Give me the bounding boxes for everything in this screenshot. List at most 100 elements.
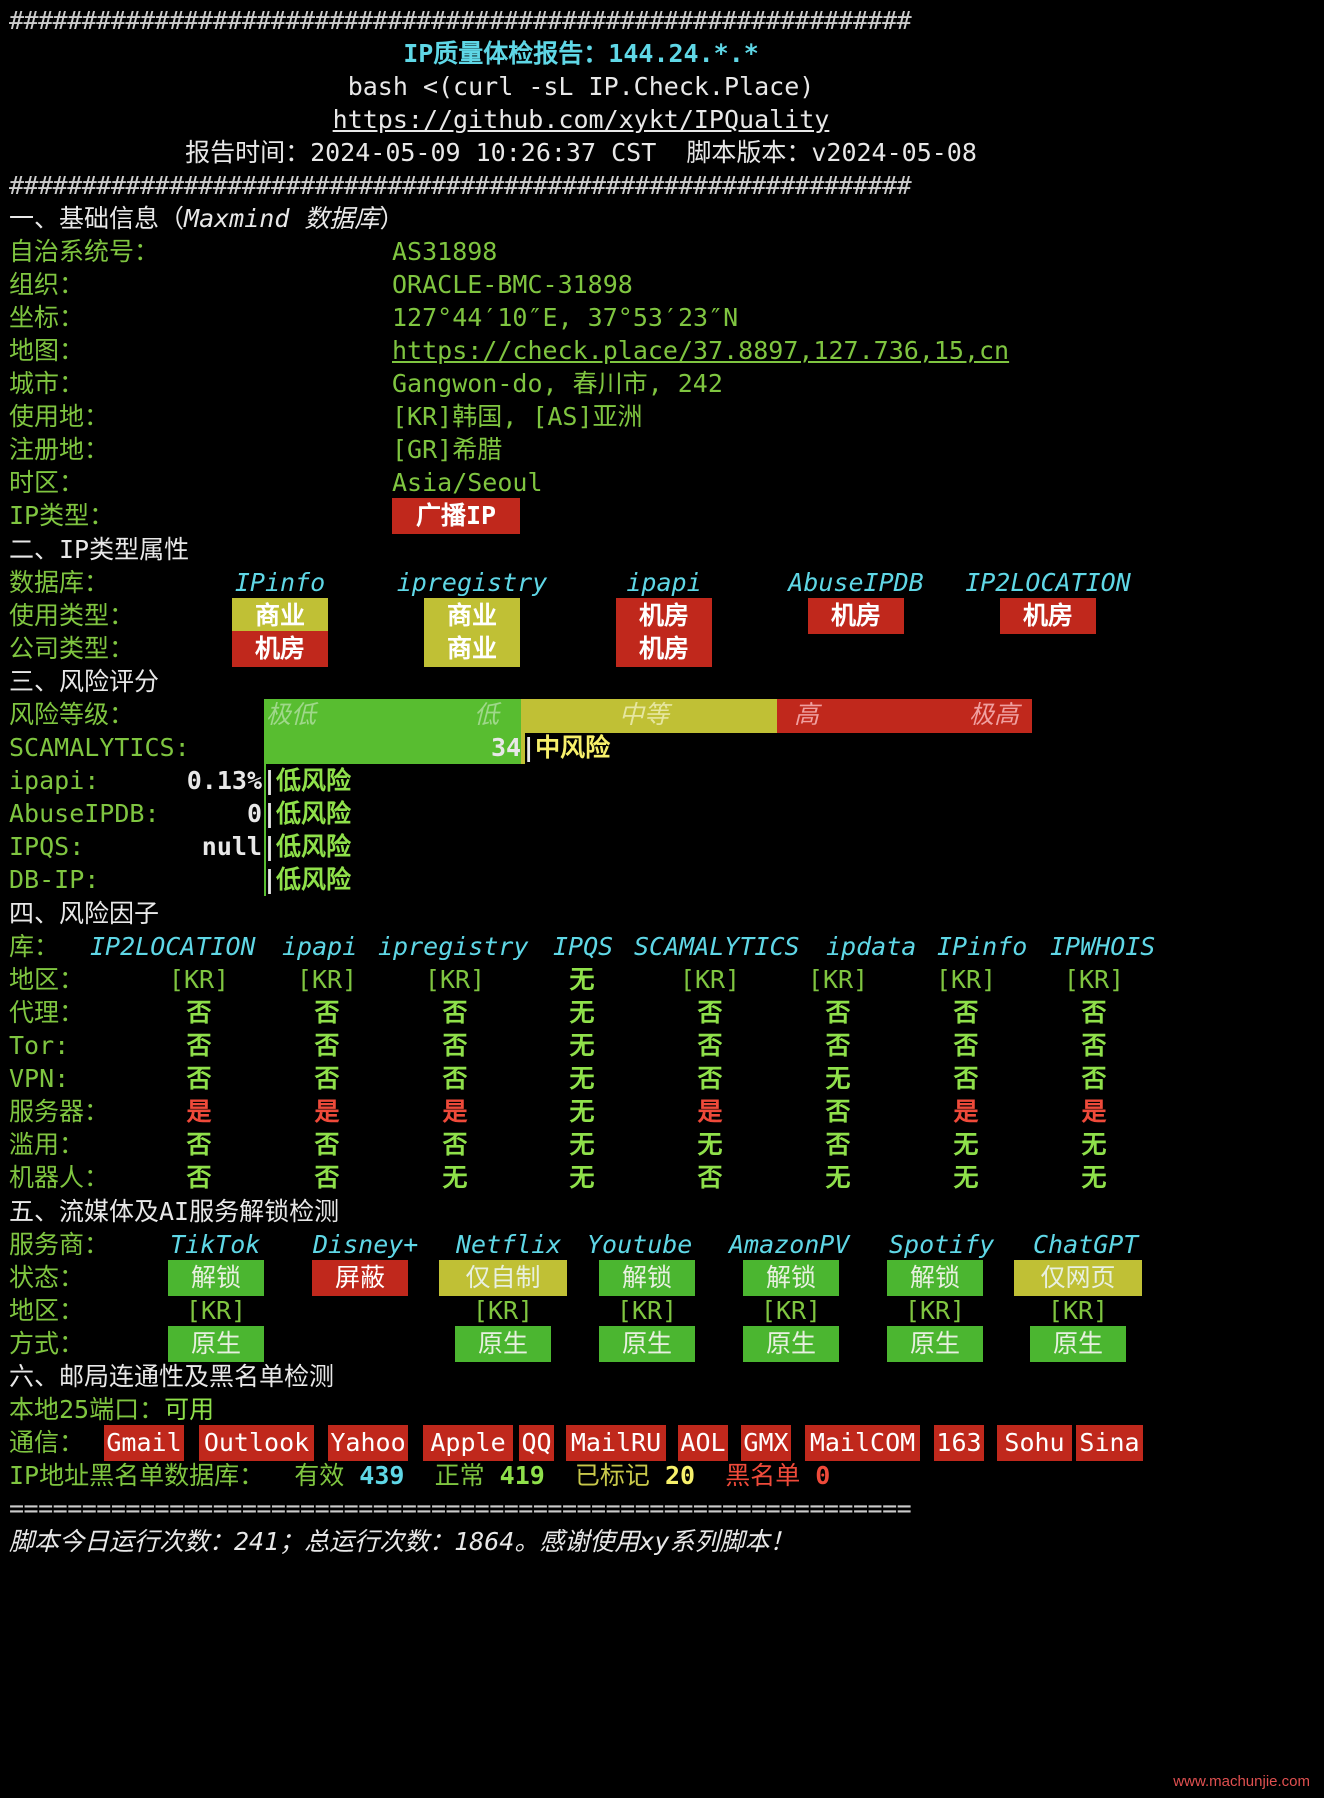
risk-separator: | bbox=[521, 733, 537, 762]
mail-provider-badge: MailCOM bbox=[805, 1425, 920, 1461]
factor-value: 否 bbox=[1081, 998, 1107, 1027]
streaming-status-label: 状态： bbox=[9, 1263, 85, 1292]
streaming-method-badge: 原生 bbox=[455, 1326, 551, 1362]
risk-verdict: 低风险 bbox=[276, 766, 352, 795]
factor-value: 否 bbox=[314, 1031, 340, 1060]
basic-value: ORACLE-BMC-31898 bbox=[392, 270, 633, 299]
blacklist-marked-count: 20 bbox=[664, 1461, 696, 1490]
factor-value: 无 bbox=[569, 1130, 595, 1159]
risk-score: 34 bbox=[491, 733, 522, 762]
factor-value: 无 bbox=[953, 1130, 979, 1159]
factor-value: 否 bbox=[314, 1163, 340, 1192]
factor-value: 无 bbox=[825, 1064, 851, 1093]
risk-bar-fill bbox=[264, 763, 266, 797]
streaming-provider: Youtube bbox=[587, 1230, 693, 1259]
factor-row-label: 地区： bbox=[9, 965, 85, 994]
factor-value: 无 bbox=[1081, 1163, 1107, 1192]
blacklist-valid-count: 439 bbox=[359, 1461, 405, 1490]
factor-value: 否 bbox=[314, 1130, 340, 1159]
risk-source-label: SCAMALYTICS: bbox=[9, 733, 190, 762]
basic-label: IP类型： bbox=[9, 501, 115, 530]
repo-link[interactable]: https://github.com/xykt/IPQuality bbox=[332, 105, 830, 134]
factor-lib-name: IPWHOIS bbox=[1050, 932, 1156, 961]
factor-value: 无 bbox=[569, 1097, 595, 1126]
factor-value: 否 bbox=[186, 1064, 212, 1093]
factor-lib-name: SCAMALYTICS bbox=[634, 932, 800, 961]
streaming-provider: ChatGPT bbox=[1033, 1230, 1139, 1259]
install-command: bash <(curl -sL IP.Check.Place) bbox=[347, 72, 815, 101]
mail-port-label: 本地25端口： bbox=[9, 1395, 165, 1424]
section-streaming-title: 五、流媒体及AI服务解锁检测 bbox=[9, 1197, 340, 1226]
streaming-region: [KR] bbox=[616, 1296, 678, 1325]
iptype-db-name: ipregistry bbox=[396, 568, 548, 597]
section-iptype-title: 二、IP类型属性 bbox=[9, 535, 190, 564]
mail-provider-badge: GMX bbox=[741, 1425, 791, 1461]
iptype-company-badge: 机房 bbox=[616, 631, 712, 667]
factor-value: 是 bbox=[186, 1097, 212, 1126]
map-link[interactable]: https://check.place/37.8897,127.736,15,c… bbox=[392, 336, 1010, 365]
mail-provider-badge: Sina bbox=[1076, 1425, 1143, 1461]
factor-value: 否 bbox=[697, 1163, 723, 1192]
basic-label: 自治系统号： bbox=[9, 237, 160, 266]
streaming-method-badge: 原生 bbox=[168, 1326, 264, 1362]
basic-value: AS31898 bbox=[392, 237, 498, 266]
iptype-db-label: 数据库： bbox=[9, 568, 110, 597]
risk-separator: | bbox=[262, 865, 278, 894]
factor-value: 是 bbox=[697, 1097, 723, 1126]
basic-value: Gangwon-do, 春川市, 242 bbox=[392, 369, 723, 398]
factor-value: 是 bbox=[314, 1097, 340, 1126]
basic-value: Asia/Seoul bbox=[392, 468, 543, 497]
risk-scale-low: 低 bbox=[474, 700, 500, 729]
streaming-status-badge: 屏蔽 bbox=[312, 1260, 408, 1296]
streaming-region: [KR] bbox=[904, 1296, 966, 1325]
blacklist-normal-label: 正常 bbox=[434, 1461, 485, 1490]
mail-provider-badge: AOL bbox=[678, 1425, 728, 1461]
risk-bar-fill-medium bbox=[521, 730, 526, 764]
iptype-db-name: AbuseIPDB bbox=[788, 568, 924, 597]
section-factors-title: 四、风险因子 bbox=[9, 899, 160, 928]
factor-value: 无 bbox=[569, 1163, 595, 1192]
section-basic-title: 一、基础信息（Maxmind 数据库） bbox=[9, 200, 404, 238]
risk-scale-medium-segment bbox=[521, 699, 777, 733]
streaming-method-badge: 原生 bbox=[887, 1326, 983, 1362]
risk-scale-low-segment bbox=[264, 699, 521, 733]
blacklist-black-label: 黑名单 bbox=[725, 1461, 801, 1490]
iptype-db-name: IP2LOCATION bbox=[965, 568, 1131, 597]
streaming-status-badge: 解锁 bbox=[743, 1260, 839, 1296]
mail-provider-badge: QQ bbox=[519, 1425, 554, 1461]
factor-value: 无 bbox=[442, 1163, 468, 1192]
factors-lib-label: 库： bbox=[9, 932, 60, 961]
basic-label: 时区： bbox=[9, 468, 85, 497]
basic-value: [KR]韩国, [AS]亚洲 bbox=[392, 402, 643, 431]
factor-value: 否 bbox=[697, 1031, 723, 1060]
streaming-method-label: 方式： bbox=[9, 1329, 85, 1358]
mail-port-row: 本地25端口：可用 bbox=[9, 1391, 214, 1429]
blacklist-row: IP地址黑名单数据库： 有效 439 正常 419 已标记 20 黑名单 0 bbox=[9, 1457, 830, 1495]
basic-label: 坐标： bbox=[9, 303, 85, 332]
iptype-usage-label: 使用类型： bbox=[9, 601, 135, 630]
factor-value: 否 bbox=[186, 1130, 212, 1159]
factor-value: 否 bbox=[1081, 1031, 1107, 1060]
section-basic-suffix: ） bbox=[379, 204, 405, 233]
factor-value: 无 bbox=[569, 1031, 595, 1060]
factor-value: 否 bbox=[314, 998, 340, 1027]
mail-provider-badge: 163 bbox=[934, 1425, 984, 1461]
factor-value: 否 bbox=[697, 998, 723, 1027]
factor-value: 无 bbox=[953, 1163, 979, 1192]
basic-label: 使用地： bbox=[9, 402, 110, 431]
streaming-method-badge: 原生 bbox=[599, 1326, 695, 1362]
factor-value: 否 bbox=[442, 1064, 468, 1093]
basic-label: 组织： bbox=[9, 270, 85, 299]
iptype-db-name: ipapi bbox=[626, 568, 702, 597]
streaming-method-badge: 原生 bbox=[1030, 1326, 1126, 1362]
factor-value: 无 bbox=[1081, 1130, 1107, 1159]
risk-bar-fill bbox=[264, 796, 266, 830]
basic-value: [GR]希腊 bbox=[392, 435, 503, 464]
repo-link-row: https://github.com/xykt/IPQuality bbox=[0, 101, 1162, 139]
mail-comm-label: 通信： bbox=[9, 1428, 85, 1457]
streaming-region: [KR] bbox=[1047, 1296, 1109, 1325]
streaming-provider: TikTok bbox=[170, 1230, 261, 1259]
factor-lib-name: ipdata bbox=[826, 932, 917, 961]
blacklist-black-count: 0 bbox=[815, 1461, 831, 1490]
factor-value: 否 bbox=[442, 1031, 468, 1060]
